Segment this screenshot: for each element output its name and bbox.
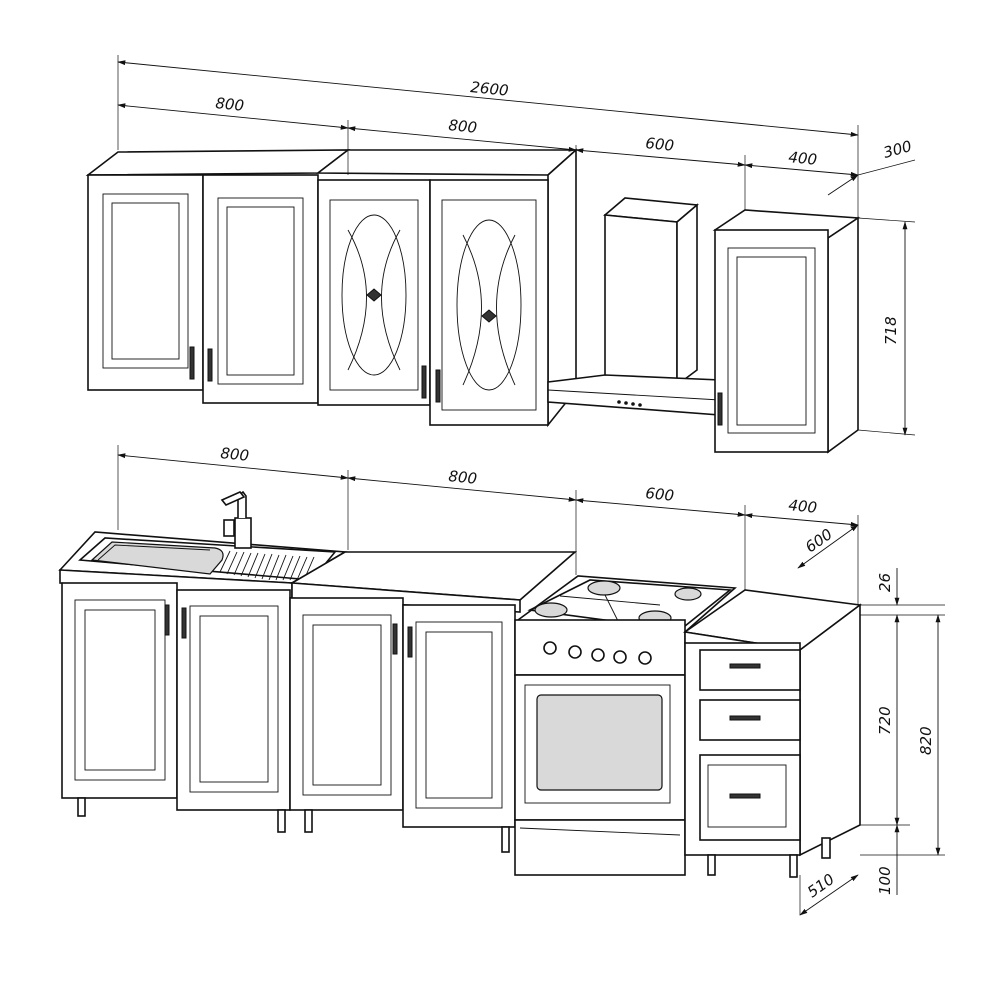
dim-legs: 100 — [876, 866, 894, 895]
upper-cabinet-1 — [87, 174, 319, 404]
drawer-cabinet — [684, 642, 831, 878]
base-cabinet-2 — [289, 597, 516, 853]
handle-icon[interactable] — [181, 607, 187, 639]
handle-icon[interactable] — [207, 348, 213, 382]
dim-base-depth: 510 — [804, 870, 838, 901]
gas-stove — [514, 575, 737, 876]
knob-icon[interactable] — [638, 651, 652, 665]
dim-upper-w3: 600 — [645, 134, 675, 155]
base-cabinet-1 — [61, 582, 291, 833]
knob-icon[interactable] — [613, 650, 627, 664]
handle-icon[interactable] — [729, 793, 761, 799]
handle-icon[interactable] — [421, 365, 427, 399]
handle-icon[interactable] — [392, 623, 398, 655]
dim-lower-depth: 600 — [802, 525, 836, 556]
drawer-1[interactable] — [699, 649, 801, 691]
handle-icon[interactable] — [407, 626, 413, 658]
dim-lower-w3: 600 — [645, 484, 675, 505]
dim-lower-w1: 800 — [220, 444, 250, 465]
handle-icon[interactable] — [164, 604, 170, 636]
lower-cabinets — [58, 490, 863, 878]
cooker-hood — [547, 197, 721, 416]
handle-icon[interactable] — [729, 715, 761, 721]
sink — [78, 537, 337, 581]
glass-decor-icon — [481, 309, 497, 323]
handle-icon[interactable] — [729, 663, 761, 669]
dim-lower-w2: 800 — [448, 467, 478, 488]
handle-icon[interactable] — [189, 346, 195, 380]
upper-cabinet-2-glass — [317, 179, 549, 426]
dim-worktop: 26 — [876, 573, 894, 592]
dim-upper-height: 718 — [882, 316, 900, 345]
dim-upper-w1: 800 — [215, 94, 245, 115]
dim-total-height: 820 — [917, 726, 935, 755]
handle-icon[interactable] — [435, 369, 441, 403]
dim-upper-w2: 800 — [448, 116, 478, 137]
dim-body-height: 720 — [876, 706, 894, 735]
dim-upper-total: 2600 — [470, 78, 510, 100]
dimension-lines — [117, 55, 945, 916]
dim-lower-w4: 400 — [788, 496, 818, 517]
dim-upper-depth: 300 — [881, 137, 913, 162]
glass-decor-icon — [366, 288, 382, 302]
drain-grate-icon — [219, 550, 315, 581]
dim-upper-w4: 400 — [788, 148, 818, 169]
knob-icon[interactable] — [591, 648, 605, 662]
faucet-icon — [220, 490, 252, 549]
upper-cabinet-4 — [712, 209, 861, 454]
upper-cabinets — [85, 148, 861, 454]
dimension-labels: 2600 800 800 600 400 300 718 800 800 600… — [215, 78, 935, 901]
knob-icon[interactable] — [568, 645, 582, 659]
knob-icon[interactable] — [543, 641, 557, 655]
handle-icon[interactable] — [717, 392, 723, 426]
